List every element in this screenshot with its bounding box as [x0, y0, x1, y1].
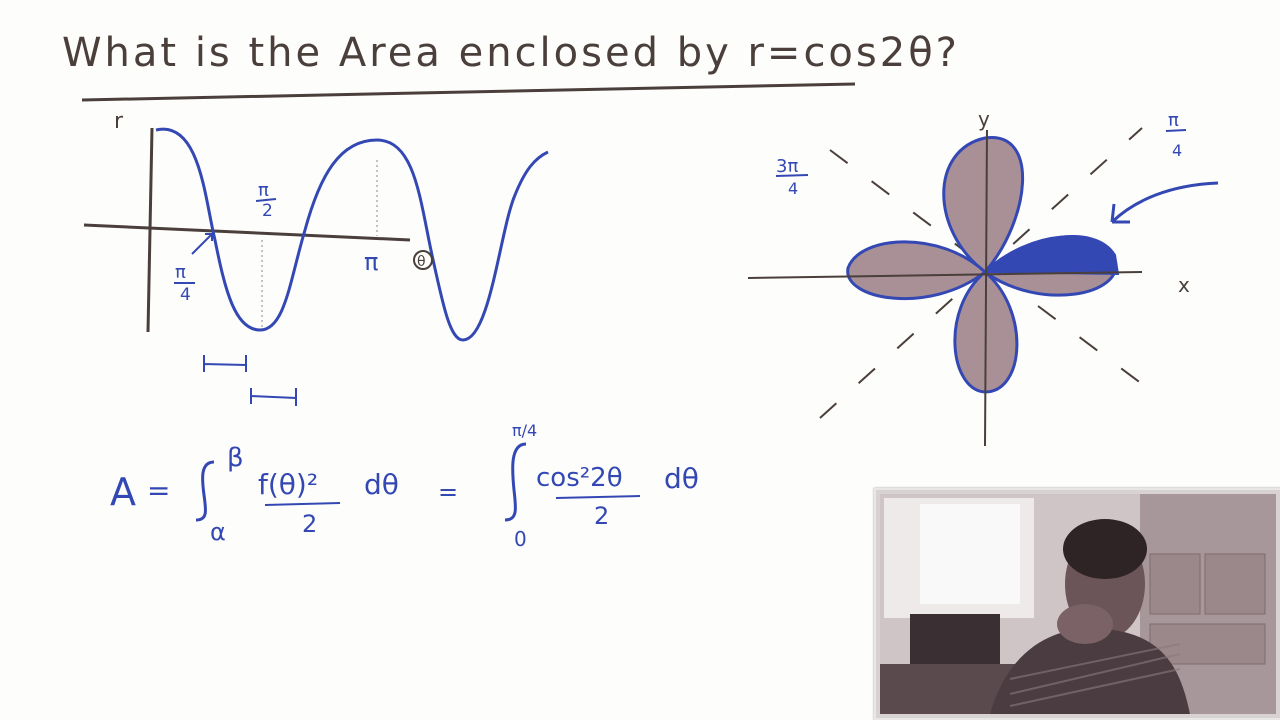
integral-sign-1: [195, 460, 215, 522]
petal-top: [942, 136, 1025, 275]
tick-pi-over-2-bar: [255, 198, 277, 202]
title-underline: [81, 82, 856, 102]
formula-lhs: A: [110, 470, 136, 514]
dtheta-1: dθ: [364, 468, 399, 501]
tick-pi-over-4-den: 4: [180, 285, 191, 305]
arrow-to-shaded-area: [1110, 181, 1219, 224]
formula-eq-1: =: [147, 474, 170, 507]
webcam-feed: [880, 494, 1276, 714]
shaded-area-half-petal: [985, 235, 1120, 276]
theta-axis-label-circle: [413, 250, 433, 270]
upper-limit-1: β: [227, 443, 244, 473]
polar-x-label: x: [1178, 273, 1190, 297]
petal-left: [846, 240, 988, 301]
angle-3pi-over-4-num: 3π: [776, 156, 798, 177]
polar-x-axis: [747, 271, 1143, 279]
fraction-bar-2: [555, 495, 641, 499]
cos2theta-curve: [155, 127, 549, 342]
tick-pi-over-2-num: π: [258, 180, 269, 201]
integral-sign-2: [504, 442, 527, 522]
polar-y-label: y: [978, 107, 990, 131]
angle-pi-over-4-bar: [1165, 129, 1187, 132]
interval-bracket-2: [250, 388, 297, 406]
integrand-2-numerator: cos²2θ: [536, 463, 623, 493]
tick-pi: π: [364, 248, 378, 276]
angle-3pi-over-4-den: 4: [788, 179, 798, 198]
angle-3pi-over-4-bar: [775, 174, 809, 177]
lower-limit-1: α: [210, 518, 226, 546]
formula-eq-2: =: [438, 478, 458, 506]
arrow-to-pi-over-4: [191, 233, 213, 255]
theta-axis: [83, 223, 411, 242]
polar-graph: y x π 4 3π 4: [747, 107, 1219, 447]
r-axis-label: r: [114, 109, 124, 134]
interval-bracket-1: [203, 355, 247, 372]
diagonal-guide-2: [829, 149, 1151, 391]
webcam-overlay: [874, 488, 1280, 720]
cartesian-graph: r π 2 π 4 π θ: [83, 109, 549, 406]
lower-limit-2: 0: [514, 527, 527, 551]
dtheta-2: dθ: [664, 462, 699, 495]
theta-axis-label: θ: [417, 254, 426, 270]
r-axis: [146, 127, 154, 333]
polar-y-axis: [984, 129, 988, 447]
page-title: What is the Area enclosed by r=cos2θ?: [62, 30, 960, 76]
angle-pi-over-4-den: 4: [1172, 141, 1182, 160]
angle-pi-over-4-num: π: [1168, 110, 1179, 131]
upper-limit-2: π/4: [512, 421, 537, 440]
area-formula: A = β α f(θ)² 2 dθ = π/4 0 cos²2θ 2 dθ: [110, 421, 699, 551]
integrand-1-denominator: 2: [302, 510, 317, 538]
integrand-1-numerator: f(θ)²: [258, 468, 318, 501]
integrand-2-denominator: 2: [594, 502, 609, 530]
tick-pi-over-2-den: 2: [262, 201, 273, 221]
fraction-bar-1: [264, 502, 341, 506]
tick-pi-over-4-num: π: [175, 262, 186, 283]
